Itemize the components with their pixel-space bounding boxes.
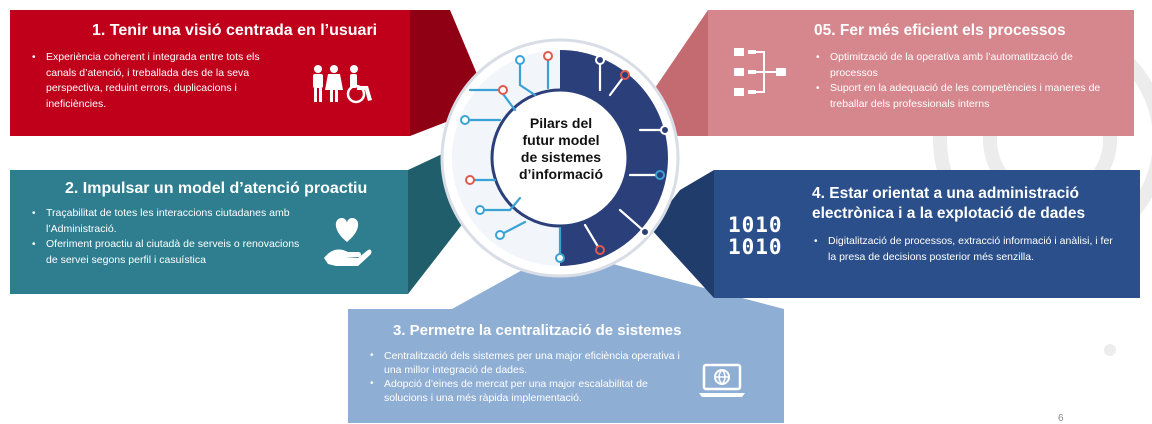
heart-hand-icon (322, 214, 372, 273)
page-number: 6 (1058, 413, 1064, 424)
pillar-3-title: 3. Permetre la centralització de sisteme… (393, 322, 682, 339)
pillar-2-bullet: Traçabilitat de totes les interaccions c… (32, 206, 302, 237)
pillar-5-bullet: Suport en la adequació de les competènci… (816, 81, 1116, 112)
center-title: Pilars del futur model de sistemes d’inf… (498, 115, 624, 183)
pillar-2-bullets: Traçabilitat de totes les interaccions c… (32, 206, 302, 268)
pillar-3-panel: 3. Permetre la centralització de sisteme… (348, 309, 784, 423)
center-title-line: futur model (522, 132, 600, 148)
laptop-globe-icon (698, 363, 746, 404)
pillar-2-title: 2. Impulsar un model d’atenció proactiu (65, 180, 368, 197)
center-title-line: de sistemes (520, 149, 602, 165)
pillar-4-bullets: Digitalització de processos, extracció i… (814, 234, 1114, 265)
pillar-1-bullets: Experiència coherent i integrada entre t… (32, 50, 282, 112)
pillar-4-panel: 4. Estar orientat a una administració el… (714, 170, 1140, 298)
pillar-1-title: 1. Tenir una visió centrada en l’usuari (92, 22, 378, 39)
binary-line-2: 1010 (728, 235, 783, 259)
binary-data-icon: 1010 1010 (728, 214, 783, 258)
pillar-3-bullet: Centralització dels sistemes per una maj… (370, 349, 690, 377)
people-accessibility-icon (310, 64, 376, 109)
center-circle (490, 88, 630, 228)
center-title-line: Pilars del (529, 115, 593, 131)
pillar-4-title-line-2: electrònica i a la explotació de dades (812, 205, 1086, 222)
pillar-3-bullets: Centralització dels sistemes per una maj… (370, 349, 690, 405)
process-flow-icon (732, 44, 788, 105)
pillar-5-bullet: Optimització de la operativa amb l’autom… (816, 50, 1116, 81)
pillar-5-panel: 05. Fer més eficient els processos Optim… (708, 10, 1134, 136)
pillar-3-bullet: Adopció d’eines de mercat per una major … (370, 377, 690, 405)
pillar-2-bullet: Oferiment proactiu al ciutadà de serveis… (32, 237, 302, 268)
pillar-5-title: 05. Fer més eficient els processos (814, 22, 1066, 39)
pillar-1-bullet: Experiència coherent i integrada entre t… (32, 50, 282, 112)
pillar-4-title-line-1: 4. Estar orientat a una administració (812, 185, 1080, 202)
pillar-5-bullets: Optimització de la operativa amb l’autom… (816, 50, 1116, 112)
binary-line-1: 1010 (728, 213, 783, 237)
pillar-4-title: 4. Estar orientat a una administració el… (812, 184, 1085, 224)
pillar-2-panel: 2. Impulsar un model d’atenció proactiu … (10, 170, 408, 294)
pillar-1-panel: 1. Tenir una visió centrada en l’usuari … (10, 10, 410, 136)
center-title-line: d’informació (518, 166, 603, 182)
pillar-4-bullet: Digitalització de processos, extracció i… (814, 234, 1114, 265)
arrow-pillar-4 (650, 170, 714, 298)
